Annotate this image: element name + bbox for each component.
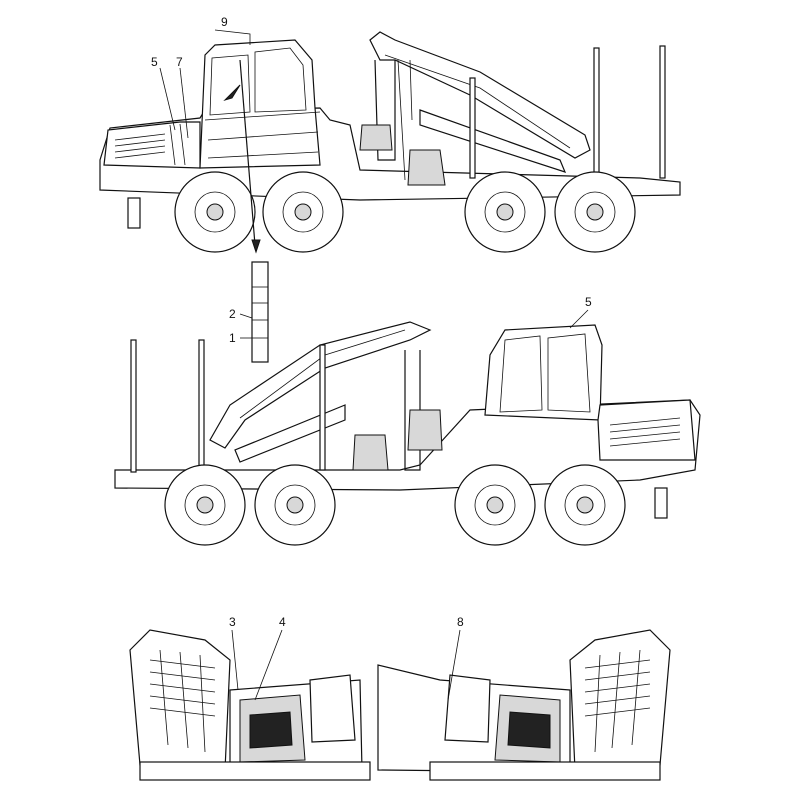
- engine-compartment-right: [377, 629, 671, 781]
- callout-3: 3: [229, 615, 236, 629]
- wheels-right: [164, 464, 626, 546]
- engine-hood-right: [597, 399, 696, 461]
- wheels: [174, 171, 636, 253]
- cabin: [199, 39, 321, 169]
- callout-4: 4: [279, 615, 286, 629]
- engine-hood: [103, 121, 201, 169]
- callout-8: 8: [457, 615, 464, 629]
- callout-9: 9: [221, 15, 228, 29]
- callout-7: 7: [176, 55, 183, 69]
- engine-compartment-left: [129, 629, 371, 781]
- forwarder-side-view-right: [114, 309, 701, 546]
- callout-5-mid: 5: [585, 295, 592, 309]
- callout-5-top: 5: [151, 55, 158, 69]
- load-stakes-right: [130, 339, 326, 473]
- forwarder-side-view-left: [99, 29, 681, 254]
- crane-right: [209, 321, 443, 471]
- callout-2: 2: [229, 307, 236, 321]
- callout-1: 1: [229, 331, 236, 345]
- cabin-right: [484, 324, 603, 421]
- label-strip: [239, 261, 269, 363]
- top-view-leader-lines: [159, 29, 261, 254]
- crane: [359, 31, 591, 186]
